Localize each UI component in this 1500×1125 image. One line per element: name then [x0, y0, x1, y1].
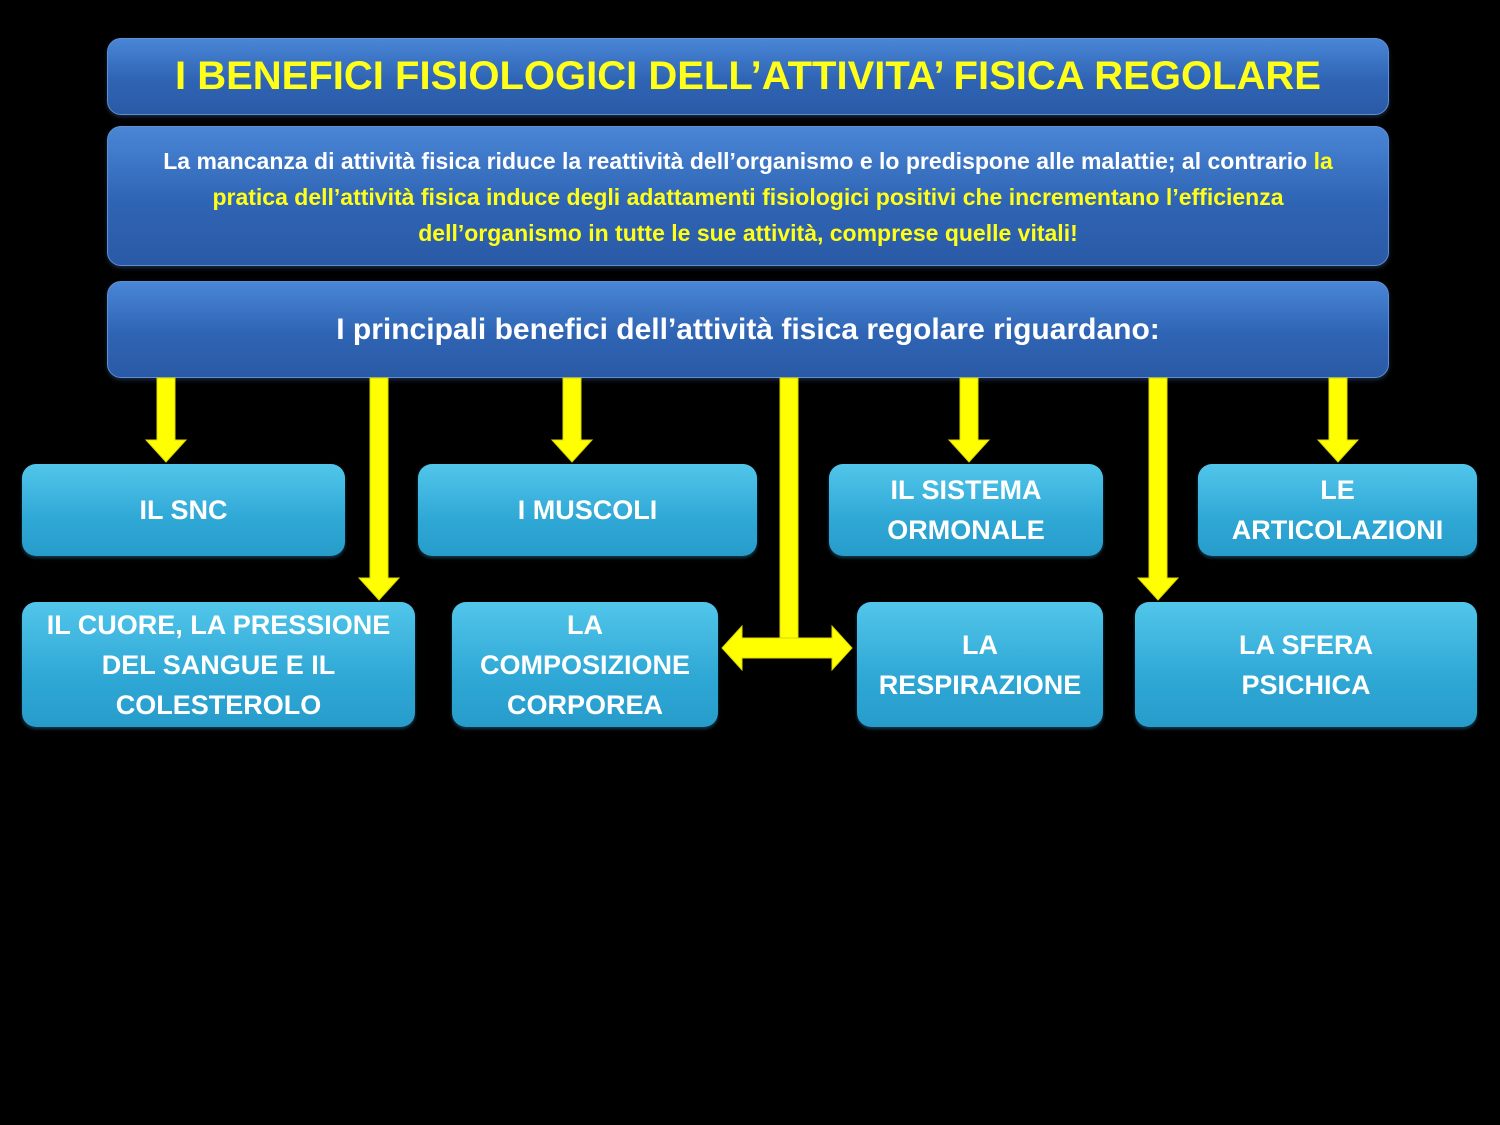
intro-box: La mancanza di attività fisica riduce la… [107, 126, 1389, 266]
benefit-articolazioni: LE ARTICOLAZIONI [1198, 464, 1477, 556]
benefit-sistema-ormonale: IL SISTEMA ORMONALE [829, 464, 1103, 556]
benefit-cuore: IL CUORE, LA PRESSIONE DEL SANGUE E IL C… [22, 602, 415, 727]
arrow-cuore [357, 377, 401, 601]
benefit-snc: IL SNC [22, 464, 345, 556]
benefit-muscoli: I MUSCOLI [418, 464, 757, 556]
arrow-ormonale [947, 377, 991, 463]
arrow-muscoli [550, 377, 594, 463]
subtitle-box: I principali benefici dell’attività fisi… [107, 281, 1389, 378]
benefit-respirazione: LA RESPIRAZIONE [857, 602, 1103, 727]
slide-title: I BENEFICI FISIOLOGICI DELL’ATTIVITA’ FI… [107, 38, 1389, 115]
arrow-double-horizontal [721, 624, 853, 672]
benefit-sfera-psichica: LA SFERA PSICHICA [1135, 602, 1477, 727]
arrow-snc [144, 377, 188, 463]
intro-highlight: la pratica dell’attività fisica induce d… [212, 148, 1333, 246]
arrow-respirazione-psichica [1136, 377, 1180, 601]
intro-text: La mancanza di attività fisica riduce la… [163, 148, 1314, 174]
arrow-articolazioni [1316, 377, 1360, 463]
arrow-center-shaft [779, 377, 799, 639]
benefit-composizione-corporea: LA COMPOSIZIONE CORPOREA [452, 602, 718, 727]
